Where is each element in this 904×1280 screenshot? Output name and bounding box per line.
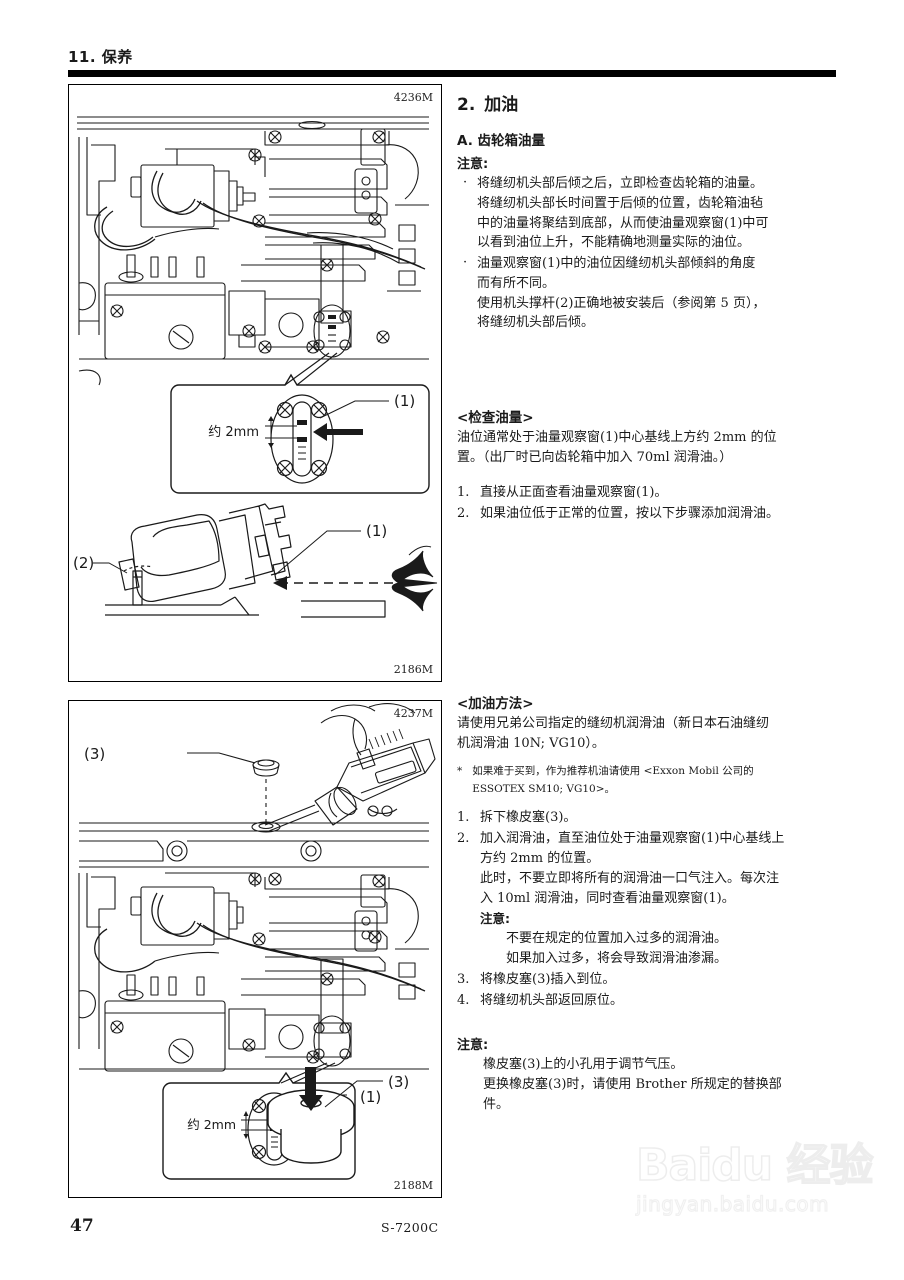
fill-step-2-line2: 方约 2mm 的位置。 — [480, 850, 600, 866]
instruction-column: 2. 加油 A. 齿轮箱油量 注意: · 将缝纫机头部后倾之后，立即检查齿轮箱的油… — [457, 90, 847, 1116]
caution-label: 注意: — [457, 157, 489, 172]
baidu-watermark: Baidu 经验 jingyan.baidu.com — [635, 1140, 886, 1240]
oil-filling-illustration: 约 2mm — [78, 703, 436, 1180]
caution-bullet-1-line3: 中的油量将聚结到底部，从而使油量观察窗(1)中可 — [477, 215, 769, 231]
check-step-1-text: 直接从正面查看油量观察窗(1)。 — [480, 485, 668, 501]
caution-bullet-1-line1: 将缝纫机头部后倾之后，立即检查齿轮箱的油量。 — [477, 176, 764, 191]
callout-2: (2) — [73, 554, 94, 572]
fill-step-2-note-line2: 如果加入过多，将会导致润滑油渗漏。 — [506, 950, 728, 966]
footnote-body: 如果难于买到，作为推荐机油请使用 <Exxon Mobil 公司的 ESSOTE… — [472, 763, 753, 799]
watermark-url: jingyan.baidu.com — [635, 1191, 830, 1216]
check-oil-heading: <检查油量> — [457, 410, 534, 426]
subsection-a-title: A. 齿轮箱油量 — [457, 133, 546, 149]
check-oil-steps: 1. 直接从正面查看油量观察窗(1)。 2. 如果油位低于正常的位置，按以下步骤… — [457, 483, 847, 524]
watermark-title: Baidu 经验 — [635, 1140, 874, 1191]
callout-3-plug: (3) — [388, 1073, 409, 1091]
fill-step-3: 3. 将橡皮塞(3)插入到位。 — [457, 970, 847, 990]
chapter-heading: 11. 保养 — [68, 48, 133, 66]
fill-step-2-line1: 加入润滑油，直至油位处于油量观察窗(1)中心基线上 — [480, 830, 785, 846]
gearbox-oil-illustration: 约 2mm (1) — [73, 115, 438, 618]
caution-bullet-2: · 油量观察窗(1)中的油位因缝纫机头部倾斜的角度 而有所不同。 使用机头撑杆(… — [457, 254, 847, 333]
fill-step-1-text: 拆下橡皮塞(3)。 — [480, 809, 577, 825]
fill-method-paragraph: 请使用兄弟公司指定的缝纫机润滑油（新日本石油缝纫 机润滑油 10N; VG10）… — [457, 714, 847, 754]
bullet-dot-icon: · — [463, 175, 468, 190]
dimension-label-2mm-lower: 约 2mm — [187, 1117, 236, 1132]
check-step-1-index: 1. — [457, 485, 470, 501]
rubber-plug-closeup: (3) — [267, 1067, 409, 1164]
figure-id-4237m: 4237M — [393, 707, 433, 720]
fill-step-1: 1. 拆下橡皮塞(3)。 — [457, 808, 847, 828]
fill-step-2: 2. 加入润滑油，直至油位处于油量观察窗(1)中心基线上 方约 2mm 的位置。… — [457, 829, 847, 969]
caution-bullet-list: · 将缝纫机头部后倾之后，立即检查齿轮箱的油量。 将缝纫机头部长时间置于后倾的位… — [457, 174, 847, 333]
figure-panel-bottom: 4237M 2188M — [68, 700, 442, 1198]
footnote-star-icon: * — [457, 764, 463, 777]
figure-panel-top: 4236M 2186M — [68, 84, 442, 682]
section-number: 2. — [457, 95, 476, 115]
caution-bullet-1-line2: 将缝纫机头部长时间置于后倾的位置，齿轮箱油毡 — [477, 195, 764, 211]
check-oil-line1: 油位通常处于油量观察窗(1)中心基线上方约 2mm 的位 — [457, 430, 777, 445]
dimension-label-2mm: 约 2mm — [208, 425, 259, 440]
section-title-text: 加油 — [484, 95, 519, 115]
header-rule — [68, 70, 836, 77]
fill-step-4-index: 4. — [457, 993, 470, 1009]
final-note-line3: 件。 — [483, 1097, 510, 1113]
check-step-2: 2. 如果油位低于正常的位置，按以下步骤添加润滑油。 — [457, 504, 847, 524]
final-note-line1: 橡皮塞(3)上的小孔用于调节气压。 — [483, 1057, 684, 1073]
fill-step-2-index: 2. — [457, 830, 470, 846]
oil-footnote: * 如果难于买到，作为推荐机油请使用 <Exxon Mobil 公司的 ESSO… — [457, 763, 847, 799]
fill-steps: 1. 拆下橡皮塞(3)。 2. 加入润滑油，直至油位处于油量观察窗(1)中心基线… — [457, 808, 847, 1012]
callout-3-top: (3) — [84, 745, 106, 763]
caution-bullet-2-line1: 油量观察窗(1)中的油位因缝纫机头部倾斜的角度 — [477, 256, 756, 271]
caution-bullet-2-line3: 使用机头撑杆(2)正确地被安装后（参阅第 5 页）， — [477, 295, 766, 311]
footnote-line2: ESSOTEX SM10; VG10>。 — [472, 782, 616, 795]
caution-bullet-1-line4: 以看到油位上升，不能精确地测量实际的油位。 — [477, 235, 751, 251]
final-note-label: 注意: — [457, 1038, 489, 1054]
check-oil-line2: 置。（出厂时已向齿轮箱中加入 70ml 润滑油。） — [457, 450, 733, 466]
fill-method-line1: 请使用兄弟公司指定的缝纫机润滑油（新日本石油缝纫 — [457, 715, 770, 731]
fill-method-heading: <加油方法> — [457, 695, 534, 712]
figure-id-2188m: 2188M — [393, 1179, 433, 1192]
fill-step-3-index: 3. — [457, 971, 470, 987]
final-note-line2: 更换橡皮塞(3)时，请使用 Brother 所规定的替换部 — [483, 1077, 782, 1093]
fill-step-2-line3: 此时，不要立即将所有的润滑油一口气注入。每次注 — [480, 870, 780, 886]
fill-step-2-note-line1: 不要在规定的位置加入过多的润滑油。 — [506, 930, 728, 946]
model-identifier: S-7200C — [381, 1220, 439, 1235]
fill-step-4-text: 将缝纫机头部返回原位。 — [480, 993, 624, 1009]
page-number: 47 — [70, 1216, 94, 1236]
bullet-dot-icon: · — [463, 255, 468, 270]
callout-1-lower: (1) — [366, 522, 387, 540]
check-step-2-index: 2. — [457, 506, 470, 522]
footnote-line1: 如果难于买到，作为推荐机油请使用 <Exxon Mobil 公司的 — [472, 764, 754, 777]
fill-step-4: 4. 将缝纫机头部返回原位。 — [457, 991, 847, 1011]
fill-step-3-text: 将橡皮塞(3)插入到位。 — [480, 971, 616, 987]
check-oil-paragraph: 油位通常处于油量观察窗(1)中心基线上方约 2mm 的位 置。（出厂时已向齿轮箱… — [457, 428, 847, 468]
figure-id-4236m: 4236M — [393, 91, 433, 104]
fill-step-2-note-label: 注意: — [480, 911, 510, 927]
caution-bullet-2-line2: 而有所不同。 — [477, 275, 556, 291]
fill-method-line2: 机润滑油 10N; VG10）。 — [457, 735, 605, 751]
check-step-2-text: 如果油位低于正常的位置，按以下步骤添加润滑油。 — [480, 506, 780, 522]
check-step-1: 1. 直接从正面查看油量观察窗(1)。 — [457, 483, 847, 503]
callout-1-upper: (1) — [394, 392, 415, 410]
fill-step-2-line4: 入 10ml 润滑油，同时查看油量观察窗(1)。 — [480, 891, 735, 907]
section-title: 2. 加油 — [457, 90, 847, 115]
fill-step-1-index: 1. — [457, 809, 470, 825]
figure-id-2186m: 2186M — [393, 663, 433, 676]
callout-1-inset-lower: (1) — [360, 1088, 382, 1106]
caution-bullet-1: · 将缝纫机头部后倾之后，立即检查齿轮箱的油量。 将缝纫机头部长时间置于后倾的位… — [457, 174, 847, 253]
caution-bullet-2-line4: 将缝纫机头部后倾。 — [477, 315, 595, 331]
